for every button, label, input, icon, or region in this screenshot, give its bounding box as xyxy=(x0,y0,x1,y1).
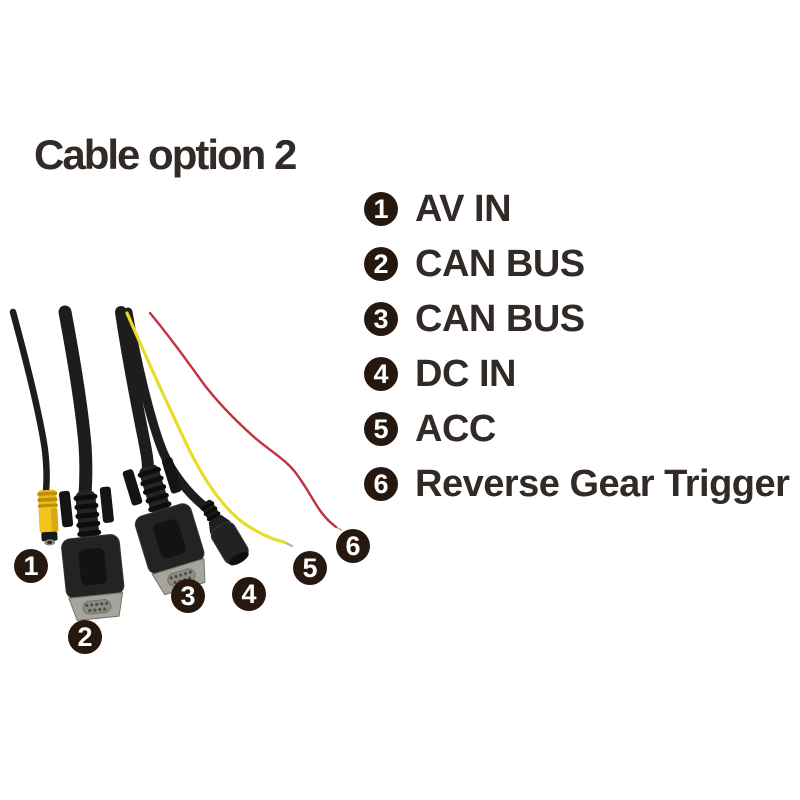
acc-wire-yellow xyxy=(125,311,286,544)
legend-item-label: Reverse Gear Trigger xyxy=(415,463,790,505)
photo-callout-5: 5 xyxy=(293,551,327,585)
legend-number-badge: 6 xyxy=(364,467,398,501)
legend-item-dc-in: 4 DC IN xyxy=(364,353,789,395)
legend-number-badge: 1 xyxy=(364,192,398,226)
legend-item-acc: 5 ACC xyxy=(364,408,789,450)
legend-item-label: CAN BUS xyxy=(415,243,585,285)
can-bus-cable-2 xyxy=(58,305,93,503)
legend-item-label: AV IN xyxy=(415,188,512,230)
legend-number-badge: 2 xyxy=(364,247,398,281)
page-title: Cable option 2 xyxy=(34,131,297,178)
photo-callout-4: 4 xyxy=(232,577,266,611)
db9-connector-2 xyxy=(55,485,128,622)
legend-item-can-bus-2: 2 CAN BUS xyxy=(364,243,789,285)
legend-item-av-in: 1 AV IN xyxy=(364,188,789,230)
legend-item-label: ACC xyxy=(415,408,496,450)
legend-item-label: CAN BUS xyxy=(415,298,585,340)
rca-connector xyxy=(37,489,59,546)
reverse-gear-wire-red xyxy=(148,311,338,529)
legend-number-badge: 3 xyxy=(364,302,398,336)
photo-callout-3: 3 xyxy=(171,579,205,613)
dc-in-cable xyxy=(123,307,209,511)
legend-number-badge: 5 xyxy=(364,412,398,446)
photo-callout-1: 1 xyxy=(14,549,48,583)
photo-callout-6: 6 xyxy=(336,529,370,563)
legend-item-reverse-gear-trigger: 6 Reverse Gear Trigger xyxy=(364,463,790,505)
photo-callout-2: 2 xyxy=(68,620,102,654)
legend-item-can-bus-3: 3 CAN BUS xyxy=(364,298,789,340)
can-bus-cable-3 xyxy=(115,306,154,476)
legend-item-label: DC IN xyxy=(415,353,516,395)
legend-number-badge: 4 xyxy=(364,357,398,391)
av-in-cable xyxy=(9,308,50,495)
legend: 1 AV IN 2 CAN BUS 3 CAN BUS 4 DC IN 5 AC… xyxy=(364,188,790,505)
db9-connector-3 xyxy=(118,455,214,598)
